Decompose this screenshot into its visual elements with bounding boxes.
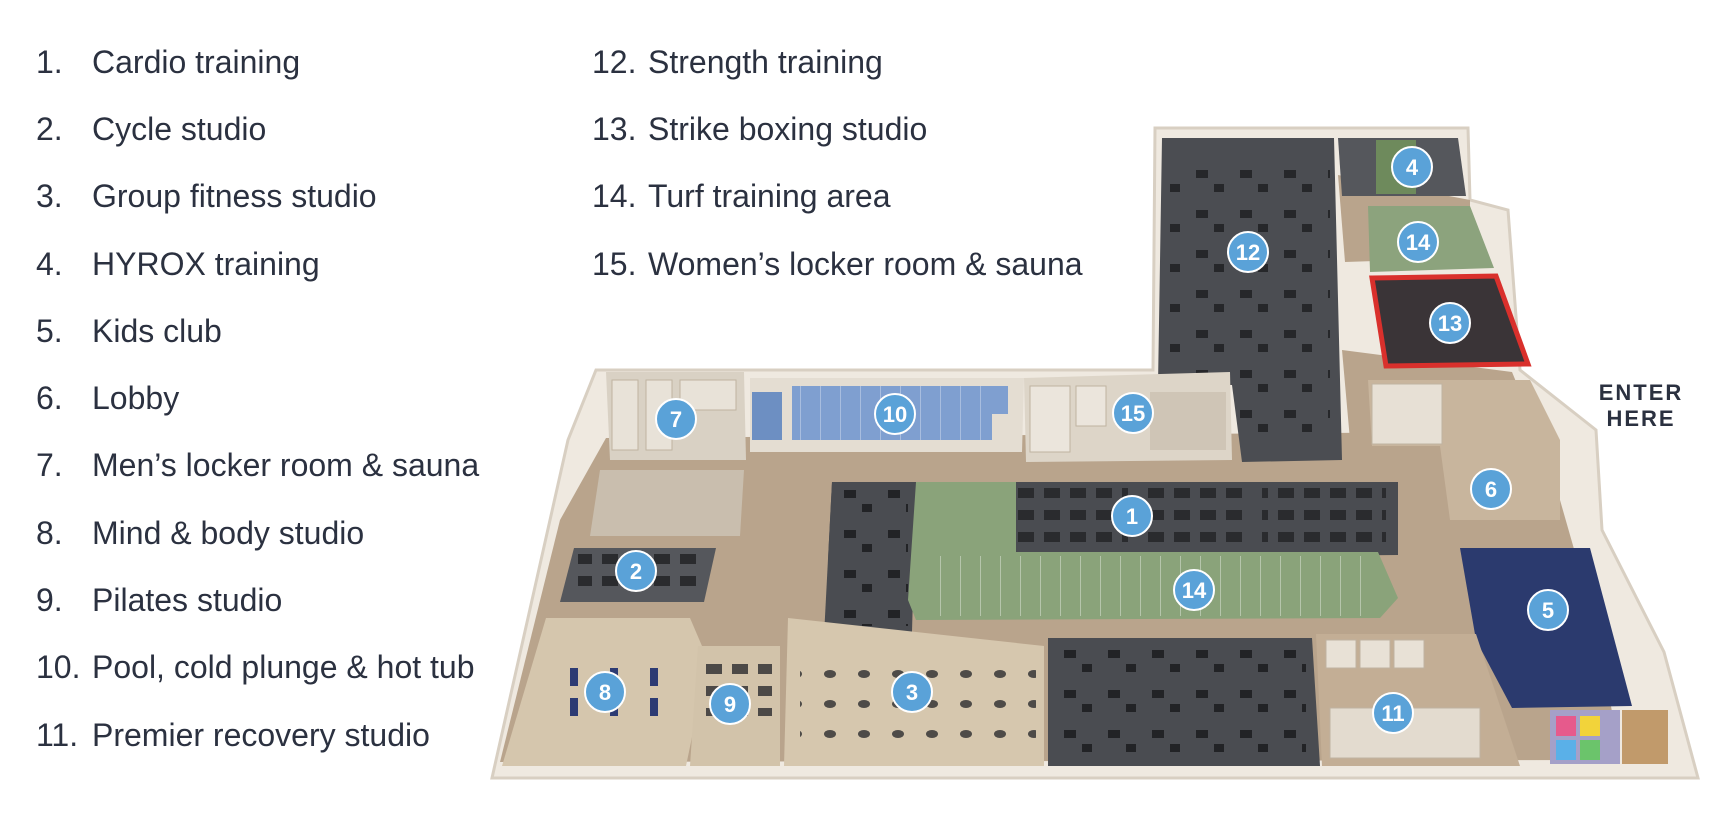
marker-14-top[interactable]: 14 <box>1397 221 1439 263</box>
marker-14-main[interactable]: 14 <box>1173 569 1215 611</box>
entrance-label-line2: HERE <box>1606 406 1676 431</box>
legend-number: 3. <box>36 178 63 215</box>
entrance-label-line1: ENTER <box>1598 380 1684 405</box>
legend-label: Pool, cold plunge & hot tub <box>92 649 475 686</box>
marker-label: 13 <box>1438 311 1462 336</box>
legend-label: Turf training area <box>648 178 891 215</box>
legend-number: 4. <box>36 245 63 282</box>
marker-label: 2 <box>630 559 642 584</box>
legend-label: HYROX training <box>92 245 320 282</box>
legend-item: 4. HYROX training <box>36 230 479 297</box>
legend-number: 15. <box>592 245 637 282</box>
marker-1[interactable]: 1 <box>1111 495 1153 537</box>
legend-label: Premier recovery studio <box>92 716 430 753</box>
marker-2[interactable]: 2 <box>615 550 657 592</box>
legend-label: Cycle studio <box>92 110 267 147</box>
recovery-zone <box>1316 634 1520 766</box>
marker-13[interactable]: 13 <box>1429 302 1471 344</box>
marker-label: 6 <box>1485 477 1497 502</box>
legend-item: 7. Men’s locker room & sauna <box>36 432 479 499</box>
legend-label: Lobby <box>92 380 180 417</box>
legend-item: 15. Women’s locker room & sauna <box>592 230 1083 297</box>
legend-label: Women’s locker room & sauna <box>648 245 1083 282</box>
legend-number: 9. <box>36 582 63 619</box>
legend-item: 8. Mind & body studio <box>36 499 479 566</box>
marker-6[interactable]: 6 <box>1470 468 1512 510</box>
legend-item: 2. Cycle studio <box>36 95 479 162</box>
legend-number: 7. <box>36 447 63 484</box>
legend-number: 8. <box>36 514 63 551</box>
legend-item: 10. Pool, cold plunge & hot tub <box>36 634 479 701</box>
marker-label: 10 <box>883 402 907 427</box>
marker-3[interactable]: 3 <box>891 671 933 713</box>
legend-item: 11. Premier recovery studio <box>36 701 479 768</box>
marker-label: 4 <box>1406 155 1419 180</box>
marker-5[interactable]: 5 <box>1527 589 1569 631</box>
legend-item: 14. Turf training area <box>592 163 1083 230</box>
mens-locker-zone <box>590 372 746 536</box>
lobby-zone <box>1368 380 1560 520</box>
legend-label: Group fitness studio <box>92 178 377 215</box>
marker-label: 3 <box>906 680 918 705</box>
marker-label: 8 <box>599 680 611 705</box>
marker-7[interactable]: 7 <box>655 398 697 440</box>
marker-label: 1 <box>1126 504 1138 529</box>
legend-number: 1. <box>36 43 63 80</box>
legend-label: Cardio training <box>92 43 301 80</box>
legend-item: 13. Strike boxing studio <box>592 95 1083 162</box>
legend-item: 9. Pilates studio <box>36 566 479 633</box>
marker-15[interactable]: 15 <box>1112 392 1154 434</box>
marker-8[interactable]: 8 <box>584 671 626 713</box>
legend-number: 5. <box>36 312 63 349</box>
legend-number: 13. <box>592 110 637 147</box>
marker-label: 14 <box>1406 230 1431 255</box>
marker-label: 11 <box>1381 701 1404 726</box>
entrance-label: ENTER HERE <box>1580 380 1702 432</box>
legend-label: Mind & body studio <box>92 514 365 551</box>
legend-label: Strength training <box>648 43 883 80</box>
turf-zone-main <box>908 482 1398 620</box>
legend-column-right: 12. Strength training 13. Strike boxing st… <box>592 28 1083 297</box>
marker-label: 12 <box>1236 240 1260 265</box>
legend-number: 12. <box>592 43 637 80</box>
free-weights-zone <box>1048 638 1320 766</box>
legend-label: Men’s locker room & sauna <box>92 447 480 484</box>
legend-item: 12. Strength training <box>592 28 1083 95</box>
marker-label: 5 <box>1542 598 1554 623</box>
zone-markers: 1 2 3 4 5 6 7 8 9 10 11 12 13 14 14 15 <box>584 146 1569 734</box>
marker-10[interactable]: 10 <box>874 393 916 435</box>
legend-number: 10. <box>36 649 81 686</box>
legend-number: 6. <box>36 380 63 417</box>
legend-label: Strike boxing studio <box>648 110 928 147</box>
legend-column-left: 1. Cardio training 2. Cycle studio 3. Group… <box>36 28 479 768</box>
marker-label: 15 <box>1121 401 1145 426</box>
legend-item: 3. Group fitness studio <box>36 163 479 230</box>
marker-label: 9 <box>724 692 736 717</box>
legend-number: 14. <box>592 178 637 215</box>
marker-4[interactable]: 4 <box>1391 146 1433 188</box>
marker-label: 7 <box>670 407 682 432</box>
legend-number: 11. <box>36 716 79 753</box>
legend-label: Kids club <box>92 312 222 349</box>
legend-item: 1. Cardio training <box>36 28 479 95</box>
marker-11[interactable]: 11 <box>1372 692 1414 734</box>
marker-12[interactable]: 12 <box>1227 231 1269 273</box>
legend-number: 2. <box>36 110 63 147</box>
marker-label: 14 <box>1182 578 1207 603</box>
marker-9[interactable]: 9 <box>709 683 751 725</box>
legend-label: Pilates studio <box>92 582 283 619</box>
legend-item: 5. Kids club <box>36 297 479 364</box>
legend-item: 6. Lobby <box>36 364 479 431</box>
